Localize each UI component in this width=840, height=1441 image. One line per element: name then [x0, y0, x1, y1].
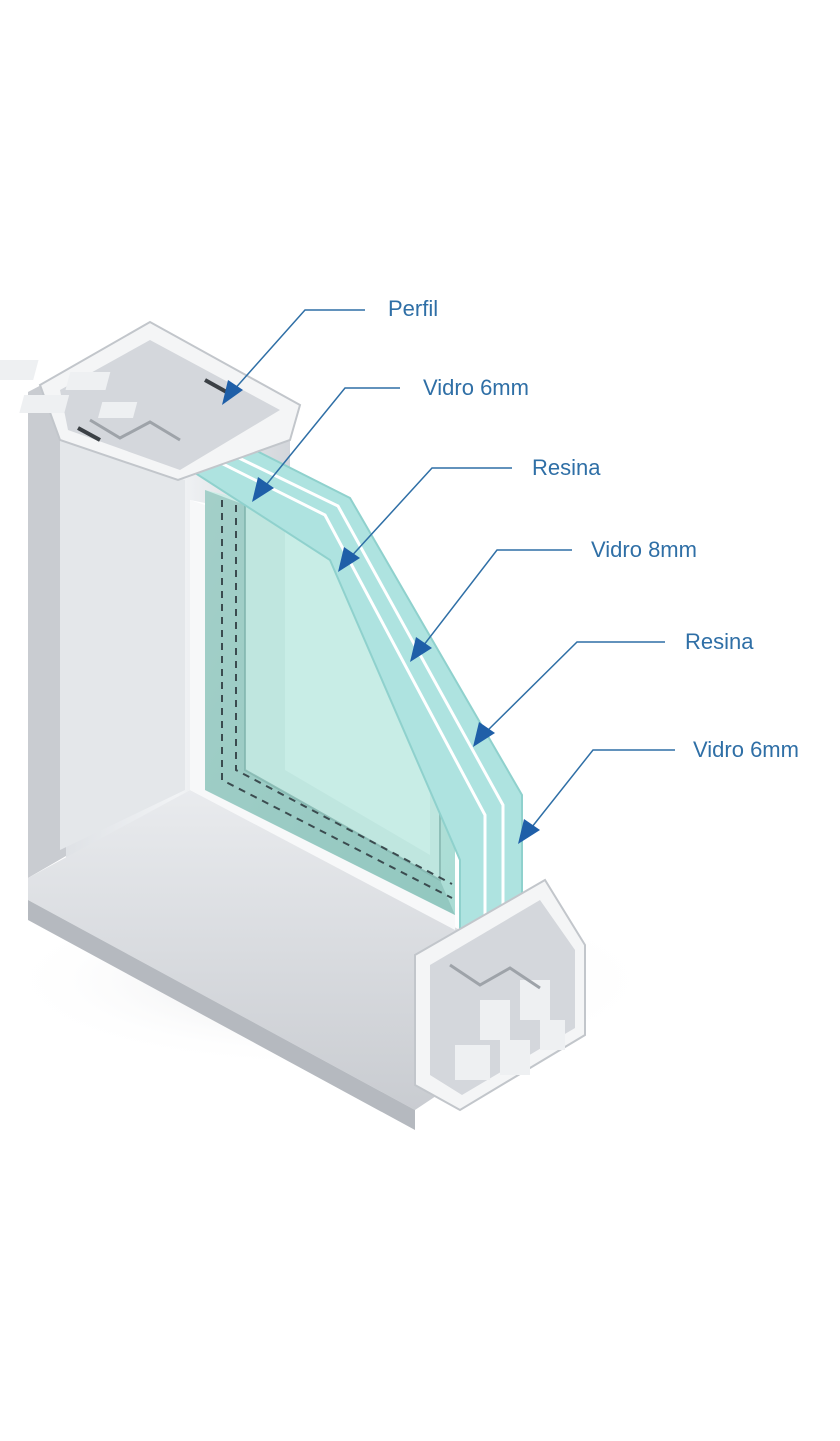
label-vidro-6mm-outer: Vidro 6mm	[423, 375, 529, 400]
leader-line-vidro-6mm-outer	[261, 387, 400, 491]
spacer-dashed-line-1	[221, 500, 453, 899]
label-resina-1: Resina	[532, 455, 601, 480]
label-perfil: Perfil	[388, 296, 439, 321]
frame-inner-lip	[190, 500, 455, 930]
bottom-profile-section	[414, 878, 586, 1112]
frame-bottom-front	[28, 790, 460, 1110]
leader-line-vidro-6mm-inner	[527, 749, 675, 833]
label-vidro-8mm: Vidro 8mm	[591, 537, 697, 562]
frame-vertical-recess	[60, 440, 185, 850]
frame-bottom-underside	[28, 900, 415, 1130]
arrow-head-vidro-8mm	[410, 637, 432, 662]
glass-pane-inner	[285, 520, 430, 855]
leader-line-perfil	[231, 309, 365, 393]
glass-seal	[205, 490, 455, 915]
spacer-dashed-line-2	[235, 505, 453, 885]
leader-lines	[231, 309, 675, 833]
label-vidro-6mm-inner: Vidro 6mm	[693, 737, 799, 762]
arrow-head-resina-1	[338, 547, 360, 572]
arrow-head-vidro-6mm-outer	[252, 477, 274, 502]
arrow-head-resina-2	[473, 722, 495, 747]
arrow-head-vidro-6mm-inner	[518, 819, 540, 844]
leader-line-resina-2	[482, 641, 665, 736]
label-resina-2: Resina	[685, 629, 754, 654]
leader-line-vidro-8mm	[419, 549, 572, 651]
leader-line-resina-1	[347, 467, 512, 561]
arrow-heads	[222, 380, 540, 844]
frame-vertical-side	[28, 372, 66, 878]
arrow-head-perfil	[222, 380, 243, 405]
top-profile-section	[0, 320, 302, 482]
